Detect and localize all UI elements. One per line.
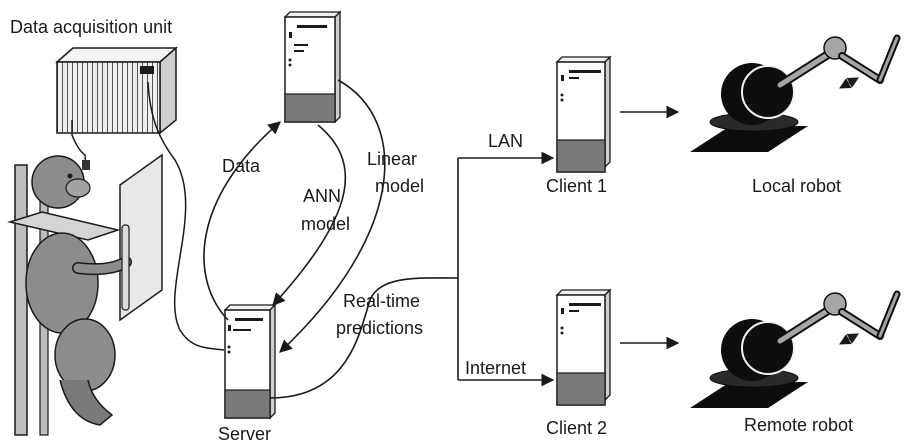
label-internet: Internet xyxy=(465,358,526,378)
computer-tower-icon xyxy=(283,10,342,124)
data-arrow xyxy=(203,121,281,321)
label-data-acquisition-unit: Data acquisition unit xyxy=(10,17,172,37)
computer-tower-icon xyxy=(223,303,277,420)
linear-model-arrow xyxy=(279,79,386,353)
robot-arm-icon xyxy=(690,290,901,408)
label-client-1: Client 1 xyxy=(546,176,607,196)
monkey-figure-icon xyxy=(7,153,163,436)
daq-to-server-cable xyxy=(147,81,225,351)
daq-to-headstage-cable xyxy=(71,120,87,169)
label-ann-model: model xyxy=(301,214,350,234)
label-data: Data xyxy=(222,156,261,176)
label-remote-robot: Remote robot xyxy=(744,415,853,435)
label-lan: LAN xyxy=(488,131,523,151)
label-local-robot: Local robot xyxy=(752,176,841,196)
realtime-predictions-line xyxy=(269,277,459,399)
computer-tower-icon xyxy=(555,288,612,406)
label-client-2: Client 2 xyxy=(546,418,607,438)
data-acquisition-rack-icon xyxy=(55,46,178,135)
label-linear-model: model xyxy=(375,176,424,196)
label-linear: Linear xyxy=(367,149,417,169)
robot-arm-icon xyxy=(690,34,901,152)
label-real-time: Real-time xyxy=(343,291,420,311)
label-server: Server xyxy=(218,424,271,444)
label-predictions: predictions xyxy=(336,318,423,338)
ann-model-arrow xyxy=(272,124,347,306)
label-ann: ANN xyxy=(303,186,341,206)
computer-tower-icon xyxy=(555,55,612,173)
